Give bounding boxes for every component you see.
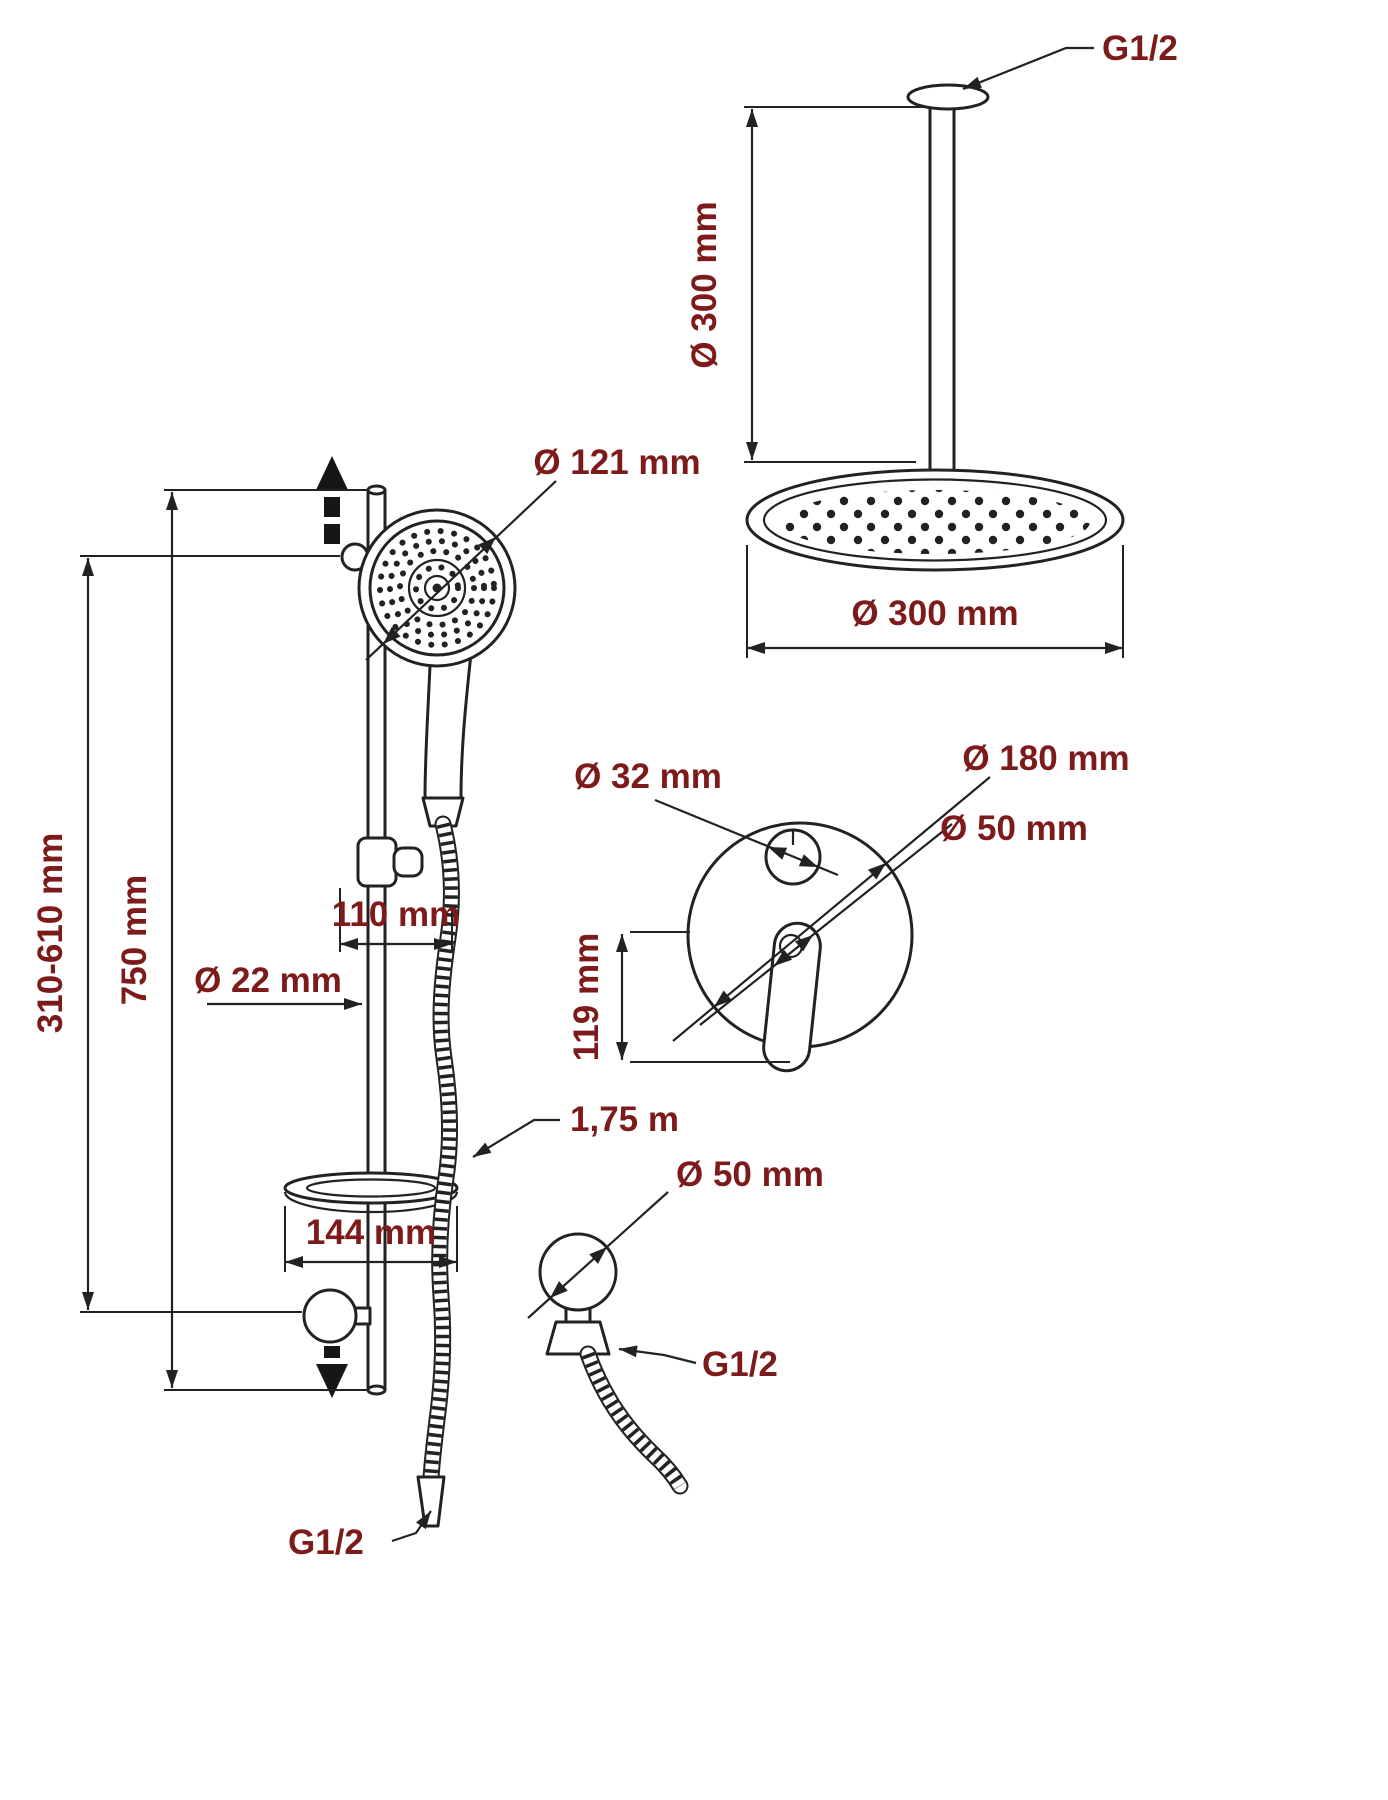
dim-outlet-connection: G1/2 — [618, 1345, 778, 1384]
slider-bracket — [356, 836, 424, 888]
hand-shower-head — [357, 508, 517, 668]
rain-head-rim — [762, 478, 1108, 562]
dim-shelf-width: 144 mm — [284, 1206, 458, 1272]
soap-shelf — [283, 1171, 459, 1214]
slide-bar-drawing — [283, 456, 517, 1528]
slide-direction-arrow-top — [316, 456, 348, 544]
bracket-depth-label: 110 mm — [332, 895, 460, 934]
dim-hose-connection: G1/2 — [288, 1510, 432, 1562]
dim-hand-shower-diameter: Ø 121 mm — [365, 443, 701, 661]
outlet-hose-fill — [581, 1347, 687, 1493]
dim-handle-height: 119 mm — [567, 931, 790, 1063]
dim-adjust-range: 310-610 mm — [31, 555, 340, 1313]
dim-diverter-diameter: Ø 32 mm — [574, 757, 839, 877]
diverter-diameter-label: Ø 32 mm — [574, 757, 722, 796]
outlet-cone — [545, 1320, 611, 1356]
slide-direction-arrow-bottom — [316, 1346, 348, 1398]
hand-shower-diameter-label: Ø 121 mm — [533, 443, 700, 482]
bar-bottom-cap — [366, 1384, 387, 1396]
bar-length-label: 750 mm — [115, 875, 154, 1005]
dim-rain-head-diameter: Ø 300 mm — [746, 545, 1124, 658]
rain-shower-drawing — [745, 83, 1125, 572]
ceiling-flange — [906, 83, 990, 111]
hose-nut — [421, 796, 465, 828]
dim-bracket-depth: 110 mm — [332, 888, 460, 952]
dim-rain-arm-length: Ø 300 mm — [685, 106, 926, 463]
hose-end-cone — [416, 1475, 446, 1528]
dim-plate-diameter: Ø 180 mm — [672, 739, 1130, 1042]
rain-arm-length-label: Ø 300 mm — [685, 201, 724, 368]
rain-connection-label: G1/2 — [1102, 29, 1178, 68]
dim-handle-diameter: Ø 50 mm — [699, 809, 1088, 1026]
dim-rain-connection: G1/2 — [962, 29, 1178, 91]
ceiling-arm-pipe — [928, 95, 956, 477]
handle-diameter-label: Ø 50 mm — [940, 809, 1088, 848]
plate-diameter-label: Ø 180 mm — [962, 739, 1129, 778]
handle-height-label: 119 mm — [567, 933, 606, 1061]
hose-length-label: 1,75 m — [570, 1100, 679, 1139]
adjust-range-label: 310-610 mm — [31, 833, 70, 1033]
dim-bar-length: 750 mm — [115, 489, 368, 1391]
outlet-diameter-label: Ø 50 mm — [676, 1155, 824, 1194]
bar-top-cap — [366, 484, 387, 496]
wall-outlet-drawing — [538, 1232, 689, 1495]
dim-bar-diameter: Ø 22 mm — [194, 961, 362, 1010]
hose-connection-label: G1/2 — [288, 1523, 364, 1562]
dim-outlet-diameter: Ø 50 mm — [527, 1155, 824, 1319]
outlet-connection-label: G1/2 — [702, 1345, 778, 1384]
rain-head-nozzles — [780, 490, 1090, 554]
shelf-width-label: 144 mm — [306, 1213, 436, 1252]
bar-diameter-label: Ø 22 mm — [194, 961, 342, 1000]
lower-mount-knob — [302, 1288, 358, 1344]
annotations: 750 mm 310-610 mm 110 mm Ø 22 mm 144 mm — [31, 29, 1178, 1562]
shower-hose — [416, 815, 460, 1528]
dim-hose-length: 1,75 m — [472, 1100, 679, 1158]
rain-head-diameter-label: Ø 300 mm — [851, 594, 1018, 633]
